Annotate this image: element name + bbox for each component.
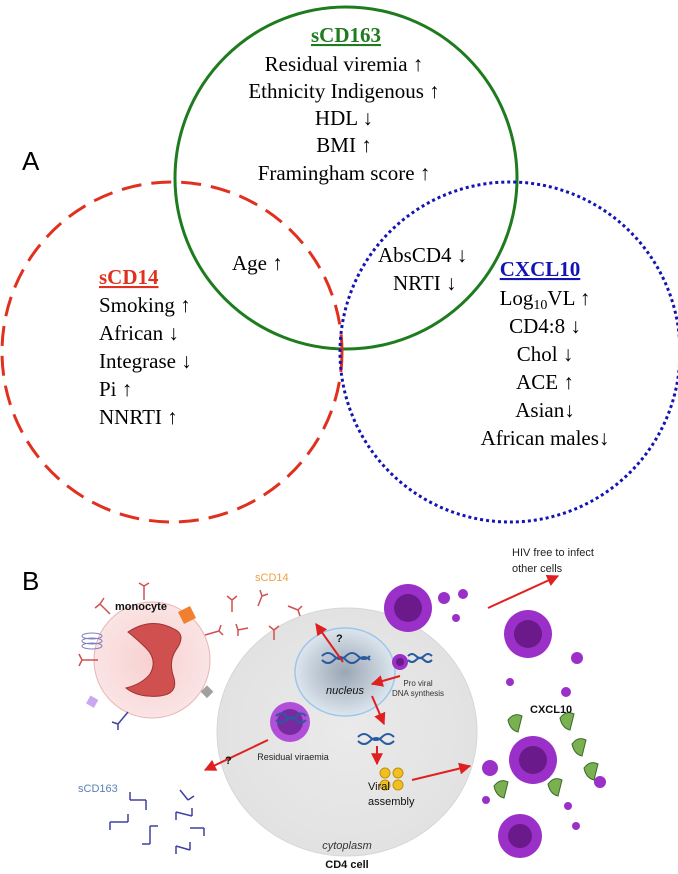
scd163-title: sCD163	[311, 23, 381, 47]
cxcl10-line-3: Chol ↓	[517, 342, 574, 366]
arrow-viraemia-to-scd163	[203, 739, 269, 771]
scd163-receptors-icon	[109, 789, 205, 854]
cxcl10-circle	[338, 180, 678, 524]
cxcl10-molecules-icon	[493, 712, 599, 799]
scd163-line-2: Ethnicity Indigenous ↑	[248, 79, 439, 103]
nucleus-label: nucleus	[326, 685, 364, 697]
monocyte-receptors-red-icon	[78, 582, 224, 667]
monocyte-nucleus	[124, 623, 182, 697]
monocyte-grey-receptor-icon	[200, 685, 214, 699]
cytoplasm-label: cytoplasm	[322, 840, 372, 852]
residual-viraemia-virus-icon	[270, 702, 310, 742]
monocyte-orange-receptor-icon	[178, 606, 196, 624]
pro-viral-virus-icon	[392, 654, 408, 670]
overlap-abscd4: AbsCD4 ↓	[378, 243, 467, 267]
monocyte-receptors-blue-icon	[111, 711, 129, 730]
cd4-cell	[216, 607, 478, 857]
cxcl10-log-sub: 10	[533, 298, 547, 313]
cxcl10-line-1: Log10VL ↑	[500, 286, 591, 313]
arrow-hiv-free	[487, 575, 560, 609]
nucleus-dna-icon	[321, 652, 371, 664]
scd14-circle	[0, 180, 344, 524]
residual-viraemia-label: Residual viraemia	[257, 752, 329, 762]
pro-viral-label-1: Pro viral	[403, 679, 433, 688]
cxcl10-title: CXCL10	[500, 257, 581, 281]
pro-viral-dna-icon	[407, 653, 433, 663]
question-mark-1: ?	[336, 633, 343, 645]
monocyte-label: monocyte	[115, 601, 167, 613]
scd14-line-5: NNRTI ↑	[99, 405, 178, 429]
cytoplasm-dna-icon	[357, 733, 395, 745]
panel-a-label: A	[22, 146, 40, 176]
viral-assembly-label-2: assembly	[368, 796, 415, 808]
question-mark-2: ?	[225, 755, 232, 767]
scd14-line-2: African ↓	[99, 321, 179, 345]
scd14-line-3: Integrase ↓	[99, 349, 192, 373]
monocyte-coil-icon	[81, 632, 103, 650]
cxcl10-line-4: ACE ↑	[516, 370, 574, 394]
cxcl10-line-5: Asian↓	[515, 398, 575, 422]
panel-b-label: B	[22, 566, 39, 596]
nucleus	[294, 627, 396, 717]
cxcl10-line-6: African males↓	[481, 426, 610, 450]
panel-a: A sCD163 Residual viremia ↑ Ethnicity In…	[0, 5, 678, 524]
scd163-circle	[173, 5, 519, 351]
scd163-line-4: BMI ↑	[316, 133, 371, 157]
hiv-free-label-2: other cells	[512, 563, 563, 575]
hiv-free-label-1: HIV free to infect	[512, 547, 594, 559]
scd14-line-4: Pi ↑	[99, 377, 132, 401]
arrow-proviral-to-nucleus	[370, 675, 401, 687]
scd163-b-label: sCD163	[78, 783, 118, 795]
monocyte-purple-receptor-icon	[86, 695, 99, 708]
overlap-nrti: NRTI ↓	[393, 271, 456, 295]
scd14-b-label: sCD14	[255, 572, 289, 584]
arrow-nucleus-to-scd14	[315, 623, 344, 663]
scd163-line-1: Residual viremia ↑	[265, 52, 424, 76]
overlap-age: Age ↑	[232, 251, 283, 275]
cxcl10-log-prefix: Log	[500, 286, 534, 310]
cxcl10-b-label: CXCL10	[530, 704, 572, 716]
scd163-line-3: HDL ↓	[315, 106, 373, 130]
arrow-assembly-to-cxcl10	[411, 762, 472, 781]
scd14-title: sCD14	[99, 265, 159, 289]
arrow-nucleus-to-dna	[371, 695, 386, 726]
scd163-line-5: Framingham score ↑	[258, 161, 431, 185]
cd4-cell-label: CD4 cell	[325, 859, 368, 871]
free-virus-cluster-icon	[384, 584, 606, 858]
pro-viral-label-2: DNA synthesis	[392, 689, 444, 698]
scd14-receptors-icon	[226, 589, 303, 640]
viral-assembly-label-1: Viral	[368, 781, 390, 793]
cxcl10-line-2: CD4:8 ↓	[509, 314, 581, 338]
viral-assembly-icon	[379, 767, 404, 791]
scd14-line-1: Smoking ↑	[99, 293, 191, 317]
panel-b: B cytoplasm CD4 cell nucleus Pro viral D…	[22, 547, 606, 871]
cxcl10-log-suffix: VL ↑	[547, 286, 590, 310]
